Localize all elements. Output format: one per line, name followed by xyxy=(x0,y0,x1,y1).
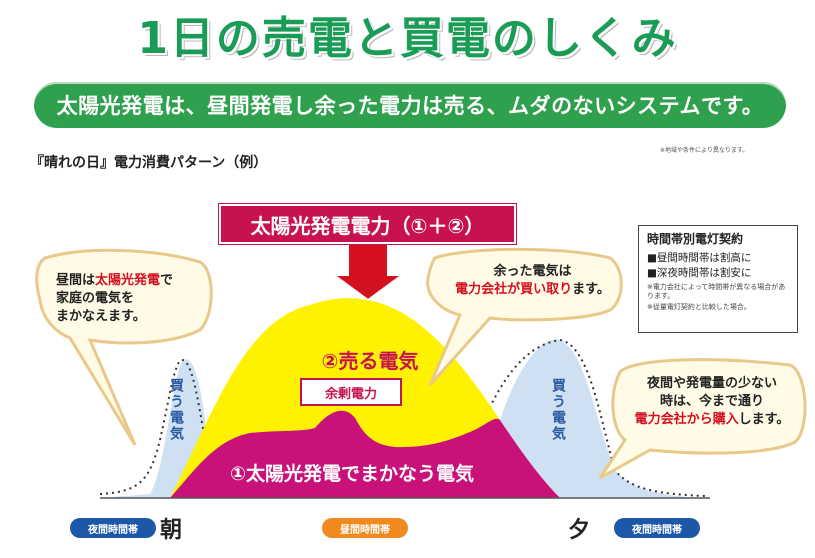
bubble-left-line2: 家庭の電気を xyxy=(56,291,135,306)
bubble-mid-line2b: ます。 xyxy=(572,282,610,297)
bubble-right-line2: 時は、今まで通り xyxy=(659,394,764,409)
page-title: 1日の売電と買電のしくみ xyxy=(137,13,678,64)
day-time-text: 昼間時間帯 xyxy=(340,524,390,536)
summary-banner: 太陽光発電は、昼間発電し余った電力は売る、ムダのないシステムです。 xyxy=(34,82,786,128)
surplus-power-text: 余剰電力 xyxy=(324,386,377,402)
tariff-contract-box: 時間帯別電灯契約 ■昼間時間帯は割高に ■深夜時間帯は割安に ※電力会社によって… xyxy=(638,225,798,333)
bubble-mid-line2a: 電力会社が買い取り xyxy=(455,282,573,297)
bubble-left-line1a: 昼間は xyxy=(56,273,96,288)
buy-area-right xyxy=(470,339,700,498)
night-time-pill-right: 夜間時間帯 xyxy=(614,518,700,538)
bubble-left-text: 昼間は太陽光発電で 家庭の電気を まかなえます。 xyxy=(56,272,173,326)
bubble-right-line3a: 電力会社から購入 xyxy=(634,412,739,427)
down-arrow-icon xyxy=(330,239,406,302)
summary-banner-text: 太陽光発電は、昼間発電し余った電力は売る、ムダのないシステムです。 xyxy=(56,94,764,118)
sell-electricity-label: ②売る電気 xyxy=(321,349,419,373)
tariff-title: 時間帯別電灯契約 xyxy=(647,232,744,246)
bubble-right-line1: 夜間や発電量の少ない xyxy=(646,376,777,391)
tariff-note-2: ※従量電灯契約と比較した場合。 xyxy=(647,303,751,311)
night-time-pill-left: 夜間時間帯 xyxy=(70,518,156,538)
night-time-right-text: 夜間時間帯 xyxy=(632,524,682,536)
solar-power-label-text: 太陽光発電電力（①＋②） xyxy=(250,213,485,238)
self-consumption-area xyxy=(170,410,560,498)
bubble-right-shape xyxy=(598,358,807,480)
bubble-left-line1c: で xyxy=(160,273,174,288)
surplus-power-label: 余剰電力 xyxy=(300,378,402,406)
bubble-left-shape xyxy=(35,248,213,446)
bubble-left-line3: まかなえます。 xyxy=(56,309,146,324)
bubble-mid-text: 余った電気は 電力会社が買い取ります。 xyxy=(450,263,615,299)
consumption-dotted-line xyxy=(99,338,706,497)
bubble-mid-line1: 余った電気は xyxy=(493,264,572,279)
bubble-left-line1b: 太陽光発電 xyxy=(95,273,161,288)
solar-power-label: 太陽光発電電力（①＋②） xyxy=(219,204,516,244)
night-time-left-text: 夜間時間帯 xyxy=(88,524,138,536)
tariff-day-line: ■昼間時間帯は割高に xyxy=(647,252,752,264)
diagram-subtitle: 『晴れの日』電力消費パターン（例） xyxy=(30,155,268,171)
buy-area-left xyxy=(100,359,210,498)
fine-print-note: ※地域や条件により異なります。 xyxy=(660,147,749,154)
tariff-night-line: ■深夜時間帯は割安に xyxy=(647,267,752,279)
bubble-right-text: 夜間や発電量の少ない 時は、今まで通り 電力会社から購入します。 xyxy=(622,375,802,429)
bubble-right-line3b: します。 xyxy=(738,412,790,427)
morning-label: 朝 xyxy=(160,518,183,543)
bubble-mid-shape xyxy=(426,247,623,387)
day-time-pill: 昼間時間帯 xyxy=(322,518,408,538)
buy-left-label: 買う電気 xyxy=(168,378,184,442)
self-consumption-label: ①太陽光発電でまかなう電気 xyxy=(229,463,475,485)
tariff-note-1: ※電力会社によって時間帯が異なる場合があります。 xyxy=(647,283,786,300)
buy-right-label: 買う電気 xyxy=(550,378,566,442)
evening-label: 夕 xyxy=(568,518,591,543)
